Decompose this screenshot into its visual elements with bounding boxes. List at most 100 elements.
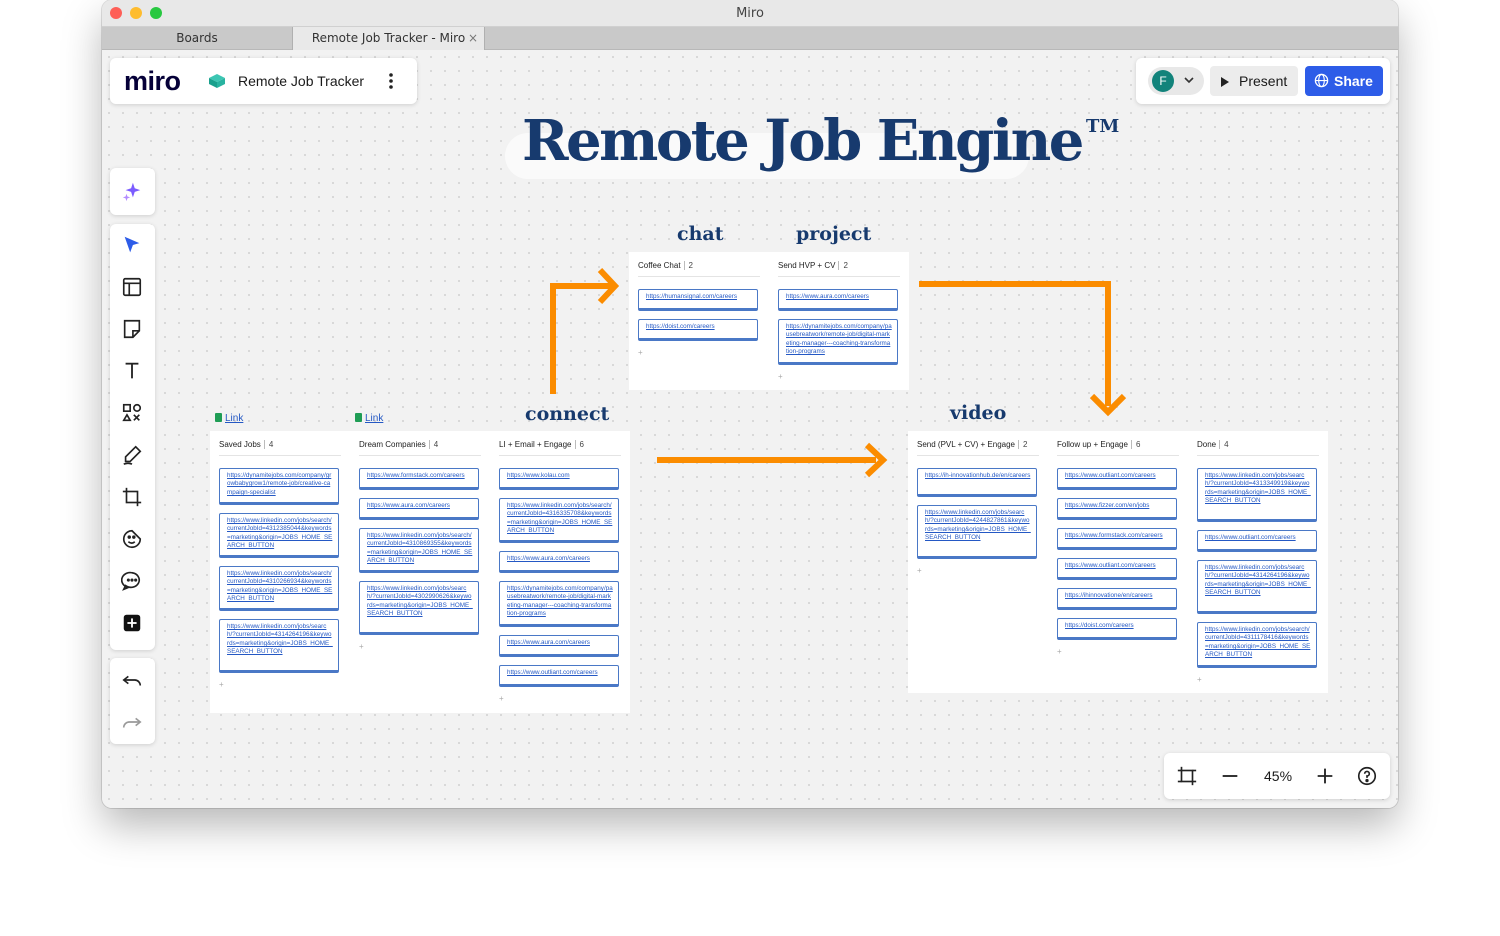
job-card[interactable]: https://www.linkedin.com/jobs/search/?cu… — [1197, 468, 1317, 522]
share-button[interactable]: Share — [1305, 66, 1383, 96]
sheet-link-1[interactable]: Link — [215, 413, 243, 424]
present-button[interactable]: Present — [1210, 66, 1298, 96]
add-more-tools-icon[interactable] — [118, 609, 146, 637]
job-card[interactable]: https://www.aura.com/careers — [499, 635, 619, 657]
more-vertical-icon[interactable] — [386, 70, 396, 92]
job-card[interactable]: https://www.kolau.com — [499, 468, 619, 490]
section-label-project[interactable]: project — [796, 223, 872, 245]
job-card[interactable]: https://www.linkedin.com/jobs/search/?cu… — [359, 581, 479, 635]
add-card-button[interactable]: + — [359, 642, 364, 651]
window-title: Miro — [736, 6, 764, 21]
job-card[interactable]: https://dynamitejobs.com/company/pausebr… — [778, 319, 898, 365]
redo-icon[interactable] — [118, 708, 146, 736]
close-window-button[interactable] — [110, 7, 122, 19]
job-card[interactable]: https://www.linkedin.com/jobs/search/cur… — [359, 528, 479, 573]
tab-boards[interactable]: Boards — [102, 27, 293, 50]
add-card-button[interactable]: + — [1197, 675, 1202, 684]
maximize-window-button[interactable] — [150, 7, 162, 19]
templates-icon[interactable] — [118, 273, 146, 301]
job-card[interactable]: https://www.fizzer.com/en/jobs — [1057, 498, 1177, 520]
add-card-button[interactable]: + — [499, 694, 504, 703]
section-label-video[interactable]: video — [950, 402, 1007, 424]
job-card[interactable]: https://doist.com/careers — [1057, 618, 1177, 640]
job-card[interactable]: https://dynamitejobs.com/company/pausebr… — [499, 581, 619, 627]
job-card[interactable]: https://www.formstack.com/careers — [1057, 528, 1177, 550]
job-card[interactable]: https://www.aura.com/careers — [778, 289, 898, 311]
job-card[interactable]: https://ihinnovatione/en/careers — [1057, 588, 1177, 610]
tools-toolbar — [110, 224, 155, 650]
job-card[interactable]: https://www.linkedin.com/jobs/search/cur… — [499, 498, 619, 543]
job-card[interactable]: https://dynamitejobs.com/company/growbab… — [219, 468, 339, 505]
divider — [917, 455, 1039, 456]
frame-icon[interactable] — [118, 483, 146, 511]
job-card[interactable]: https://www.outliant.com/careers — [499, 665, 619, 687]
job-card[interactable]: https://humansignal.com/careers — [638, 289, 758, 311]
zoom-in-icon[interactable] — [1314, 765, 1336, 792]
job-card[interactable]: https://www.outliant.com/careers — [1197, 530, 1317, 552]
text-tool-icon[interactable] — [118, 357, 146, 385]
divider — [219, 455, 341, 456]
job-card[interactable]: https://www.linkedin.com/jobs/search/?cu… — [1197, 560, 1317, 614]
collaboration-panel: F Present Share — [1136, 58, 1390, 104]
select-cursor-icon[interactable] — [118, 231, 146, 259]
miro-logo[interactable]: miro — [124, 66, 181, 96]
sticky-note-icon[interactable] — [118, 315, 146, 343]
minimize-window-button[interactable] — [130, 7, 142, 19]
fit-to-screen-icon[interactable] — [1176, 765, 1198, 792]
column-count: 2 — [1018, 440, 1028, 449]
close-tab-icon[interactable]: × — [467, 31, 478, 45]
job-card[interactable]: https://www.outliant.com/careers — [1057, 468, 1177, 490]
stickers-icon[interactable] — [118, 525, 146, 553]
job-card[interactable]: https://www.linkedin.com/jobs/search/cur… — [219, 513, 339, 558]
sheet-link-2[interactable]: Link — [355, 413, 383, 424]
add-card-button[interactable]: + — [917, 566, 922, 575]
job-card[interactable]: https://www.linkedin.com/jobs/search/?cu… — [219, 619, 339, 673]
job-card[interactable]: https://doist.com/careers — [638, 319, 758, 341]
job-card[interactable]: https://www.linkedin.com/jobs/search/?cu… — [917, 505, 1037, 559]
add-card-button[interactable]: + — [1057, 647, 1062, 656]
board-name[interactable]: Remote Job Tracker — [238, 73, 365, 89]
add-card-button[interactable]: + — [219, 680, 224, 689]
undo-icon[interactable] — [118, 666, 146, 694]
comment-icon[interactable] — [118, 567, 146, 595]
job-card[interactable]: https://www.outliant.com/careers — [1057, 558, 1177, 580]
job-card[interactable]: https://ih-innovationhub.de/en/careers — [917, 468, 1037, 497]
job-card[interactable]: https://www.aura.com/careers — [359, 498, 479, 520]
tab-bar: Boards Remote Job Tracker - Miro × — [102, 27, 1398, 50]
present-label: Present — [1239, 73, 1288, 89]
board-icon — [208, 73, 226, 94]
column-title: Saved Jobs — [219, 440, 261, 449]
arrow-connect-to-video-head — [864, 442, 888, 478]
shapes-icon[interactable] — [118, 399, 146, 427]
add-card-button[interactable]: + — [778, 372, 783, 381]
ai-sparkle-icon[interactable] — [118, 177, 146, 205]
add-card-button[interactable]: + — [638, 348, 643, 357]
column-count: 4 — [1219, 440, 1229, 449]
job-card[interactable]: https://www.formstack.com/careers — [359, 468, 479, 490]
tab-remote-job-tracker[interactable]: Remote Job Tracker - Miro × — [293, 27, 485, 50]
board-canvas[interactable]: miro Remote Job Tracker F Present — [102, 50, 1398, 808]
avatar-menu[interactable]: F — [1148, 67, 1204, 95]
job-card[interactable]: https://www.linkedin.com/jobs/search/cur… — [219, 566, 339, 611]
zoom-out-icon[interactable] — [1219, 765, 1241, 792]
section-label-connect[interactable]: connect — [525, 403, 610, 425]
zoom-level[interactable]: 45% — [1264, 768, 1293, 784]
section-label-chat[interactable]: chat — [677, 223, 724, 245]
help-icon[interactable] — [1356, 765, 1378, 792]
board-title-text: Remote Job Engine — [522, 108, 1084, 174]
job-card[interactable]: https://www.linkedin.com/jobs/search/cur… — [1197, 622, 1317, 668]
pen-icon[interactable] — [118, 441, 146, 469]
job-card[interactable]: https://www.aura.com/careers — [499, 551, 619, 573]
